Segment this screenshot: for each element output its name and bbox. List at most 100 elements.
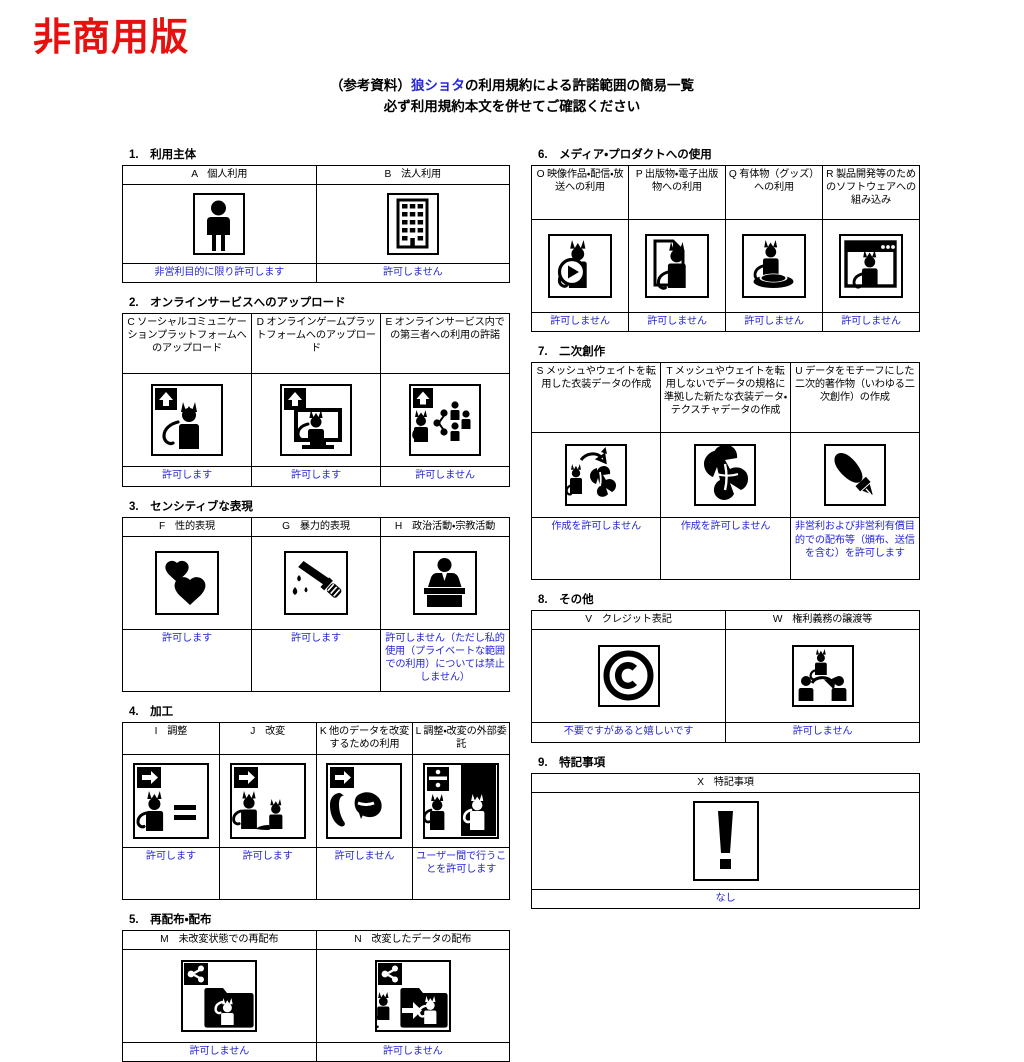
document-header: （参考資料）狼ショタの利用規約による許諾範囲の簡易一覧 必ず利用規約本文を併せて…: [0, 76, 1024, 118]
cell-header-u: U データをモチーフにした二次的著作物（いわゆる二次創作）の作成: [789, 362, 921, 434]
cell-icon-r: [822, 219, 920, 313]
cell-icon-t: [660, 432, 791, 519]
upload-share-people-icon: [409, 384, 481, 457]
section-9-table: X 特記事項 なし: [531, 772, 920, 909]
table-row-icons: [531, 629, 920, 724]
cell-note-u: 非営利および非営利有償目的での配布等（頒布、送信を含む）を許可します: [789, 517, 921, 581]
cloth-icon: [694, 444, 757, 507]
table-row-notes: 許可しません 許可しません: [122, 1041, 510, 1062]
header-line-1: （参考資料）狼ショタの利用規約による許諾範囲の簡易一覧: [0, 76, 1024, 97]
cell-header-n: N 改変したデータの配布: [315, 929, 510, 950]
arrow-two-cats-icon: [229, 762, 306, 839]
software-window-cat-icon: [839, 234, 903, 298]
exclamation-icon: [692, 800, 759, 881]
cell-note-d: 許可します: [251, 466, 381, 487]
section-7-table: S メッシュやウェイトを転用した衣装データの作成 T メッシュやウェイトを転用し…: [530, 362, 921, 581]
section-2-table: C ソーシャルコミュニケーションプラットフォームへのアップロード D オンライン…: [122, 313, 510, 487]
cell-icon-e: [380, 373, 510, 468]
section-7-title: 7. 二次創作: [538, 346, 606, 359]
section-6-table: O 映像作品・配信・放送への利用 P 出版物・電子出版物への利用 Q 有体物（グ…: [531, 165, 920, 333]
table-row-header: X 特記事項: [531, 772, 920, 793]
section-6: 6. メディア・プロダクトへの使用 O 映像作品・配信・放送への利用 P 出版物…: [531, 146, 920, 333]
table-row-notes: 許可しません 許可しません 許可しません 許可しません: [531, 311, 920, 333]
table-row-notes: 非営利目的に限り許可します 許可しません: [122, 263, 510, 284]
knife-blood-icon: [284, 550, 348, 615]
header-line-1-post: の利用規約による許諾範囲の簡易一覧: [464, 78, 695, 93]
cell-note-l: ユーザー間で行うことを許可します: [412, 846, 510, 900]
cell-note-v: 不要ですがあると嬉しいです: [531, 722, 726, 743]
cell-note-h: 許可しません（ただし私的使用（プライベートな範囲での利用）については禁止しません…: [380, 628, 510, 692]
cell-icon-f: [122, 535, 252, 630]
section-4: 4. 加工 I 調整 J 改変 K 他のデータを改変するための利用 L 調整・改…: [122, 703, 510, 900]
cell-icon-c: [122, 373, 252, 468]
cell-header-a: A 個人利用: [122, 164, 317, 186]
cell-icon-d: [251, 373, 381, 468]
table-row-notes: 不要ですがあると嬉しいです 許可しません: [531, 722, 920, 743]
cell-icon-l: [412, 753, 510, 848]
section-5: 5. 再配布・配布 M 未改変状態での再配布 N 改変したデータの配布: [122, 911, 510, 1062]
cell-header-g: G 暴力的表現: [251, 516, 381, 537]
outsourcing-cats-icon: [423, 762, 500, 839]
cell-icon-i: [122, 753, 220, 848]
header-line-2: 必ず利用規約本文を併せてご確認ください: [383, 98, 641, 114]
share-folder-modified-cat-icon: [374, 959, 451, 1032]
cell-icon-k: [315, 753, 414, 848]
cell-header-v: V クレジット表記: [531, 610, 726, 631]
goods-figure-cat-icon: [742, 234, 806, 298]
table-row-icons: [531, 219, 920, 313]
cell-header-q: Q 有体物（グッズ）への利用: [725, 165, 823, 220]
cell-header-i: I 調整: [122, 721, 220, 755]
upload-monitor-cat-icon: [280, 384, 352, 457]
cell-note-a: 非営利目的に限り許可します: [122, 263, 317, 284]
table-row-notes: 許可します 許可します 許可しません ユーザー間で行うことを許可します: [122, 846, 510, 900]
cell-header-t: T メッシュやウェイトを転用しないでデータの規格に準拠した新たな衣装データ・テク…: [660, 362, 791, 434]
section-8: 8. その他 V クレジット表記 W 権利義務の譲渡等: [531, 591, 920, 743]
transfer-people-cat-icon: [791, 645, 854, 708]
cell-icon-o: [531, 219, 629, 313]
header-line-1-highlight: 狼ショタ: [410, 78, 465, 93]
cell-icon-x: [531, 791, 920, 890]
table-row-header: A 個人利用 B 法人利用: [122, 164, 510, 186]
section-1-title: 1. 利用主体: [129, 149, 197, 161]
section-5-table: M 未改変状態での再配布 N 改変したデータの配布: [122, 929, 510, 1062]
table-row-notes: なし: [531, 888, 920, 909]
cell-note-w: 許可しません: [725, 722, 920, 743]
cell-note-k: 許可しません: [315, 846, 414, 900]
table-row-header: V クレジット表記 W 権利義務の譲渡等: [531, 610, 920, 631]
cell-header-o: O 映像作品・配信・放送への利用: [531, 165, 629, 220]
cell-icon-p: [628, 219, 726, 313]
upload-catperson-icon: [151, 384, 223, 457]
left-column: 1. 利用主体 A 個人利用 B 法人利用: [122, 146, 510, 1062]
arrow-cat-equals-icon: [132, 762, 209, 839]
person-icon: [193, 193, 246, 256]
cell-header-k: K 他のデータを改変するための利用: [315, 721, 414, 755]
section-9-title: 9. 特記事項: [538, 756, 606, 769]
arrow-cat-other-icon: [326, 762, 403, 839]
section-4-title: 4. 加工: [129, 705, 174, 718]
table-row-notes: 作成を許可しません 作成を許可しません 非営利および非営利有償目的での配布等（頒…: [530, 517, 921, 581]
video-play-cat-icon: [548, 234, 612, 298]
cell-icon-m: [122, 948, 317, 1043]
cell-header-f: F 性的表現: [122, 516, 252, 537]
cell-icon-g: [251, 535, 381, 630]
cell-note-p: 許可しません: [628, 311, 726, 333]
section-4-table: I 調整 J 改変 K 他のデータを改変するための利用 L 調整・改変の外部委託: [122, 721, 510, 900]
cell-note-b: 許可しません: [315, 263, 510, 284]
section-8-title: 8. その他: [538, 594, 594, 607]
section-7: 7. 二次創作 S メッシュやウェイトを転用した衣装データの作成 T メッシュや…: [530, 343, 921, 581]
section-1-table: A 個人利用 B 法人利用 非営利目: [122, 164, 510, 284]
cell-icon-q: [725, 219, 823, 313]
cat-arrow-cloth-icon: [565, 444, 628, 507]
building-icon: [386, 193, 439, 256]
cell-icon-v: [531, 629, 726, 724]
paintbrush-icon: [823, 444, 886, 507]
table-row-header: I 調整 J 改変 K 他のデータを改変するための利用 L 調整・改変の外部委託: [122, 721, 510, 755]
section-2: 2. オンラインサービスへのアップロード C ソーシャルコミュニケーションプラッ…: [122, 294, 510, 487]
cell-header-s: S メッシュやウェイトを転用した衣装データの作成: [530, 362, 662, 434]
table-row-notes: 許可します 許可します 許可しません: [122, 466, 510, 487]
copyright-icon: [597, 645, 660, 708]
table-row-header: S メッシュやウェイトを転用した衣装データの作成 T メッシュやウェイトを転用し…: [530, 362, 921, 434]
cell-note-n: 許可しません: [315, 1041, 510, 1062]
cell-header-x: X 特記事項: [531, 772, 920, 793]
cell-icon-b: [315, 184, 510, 265]
